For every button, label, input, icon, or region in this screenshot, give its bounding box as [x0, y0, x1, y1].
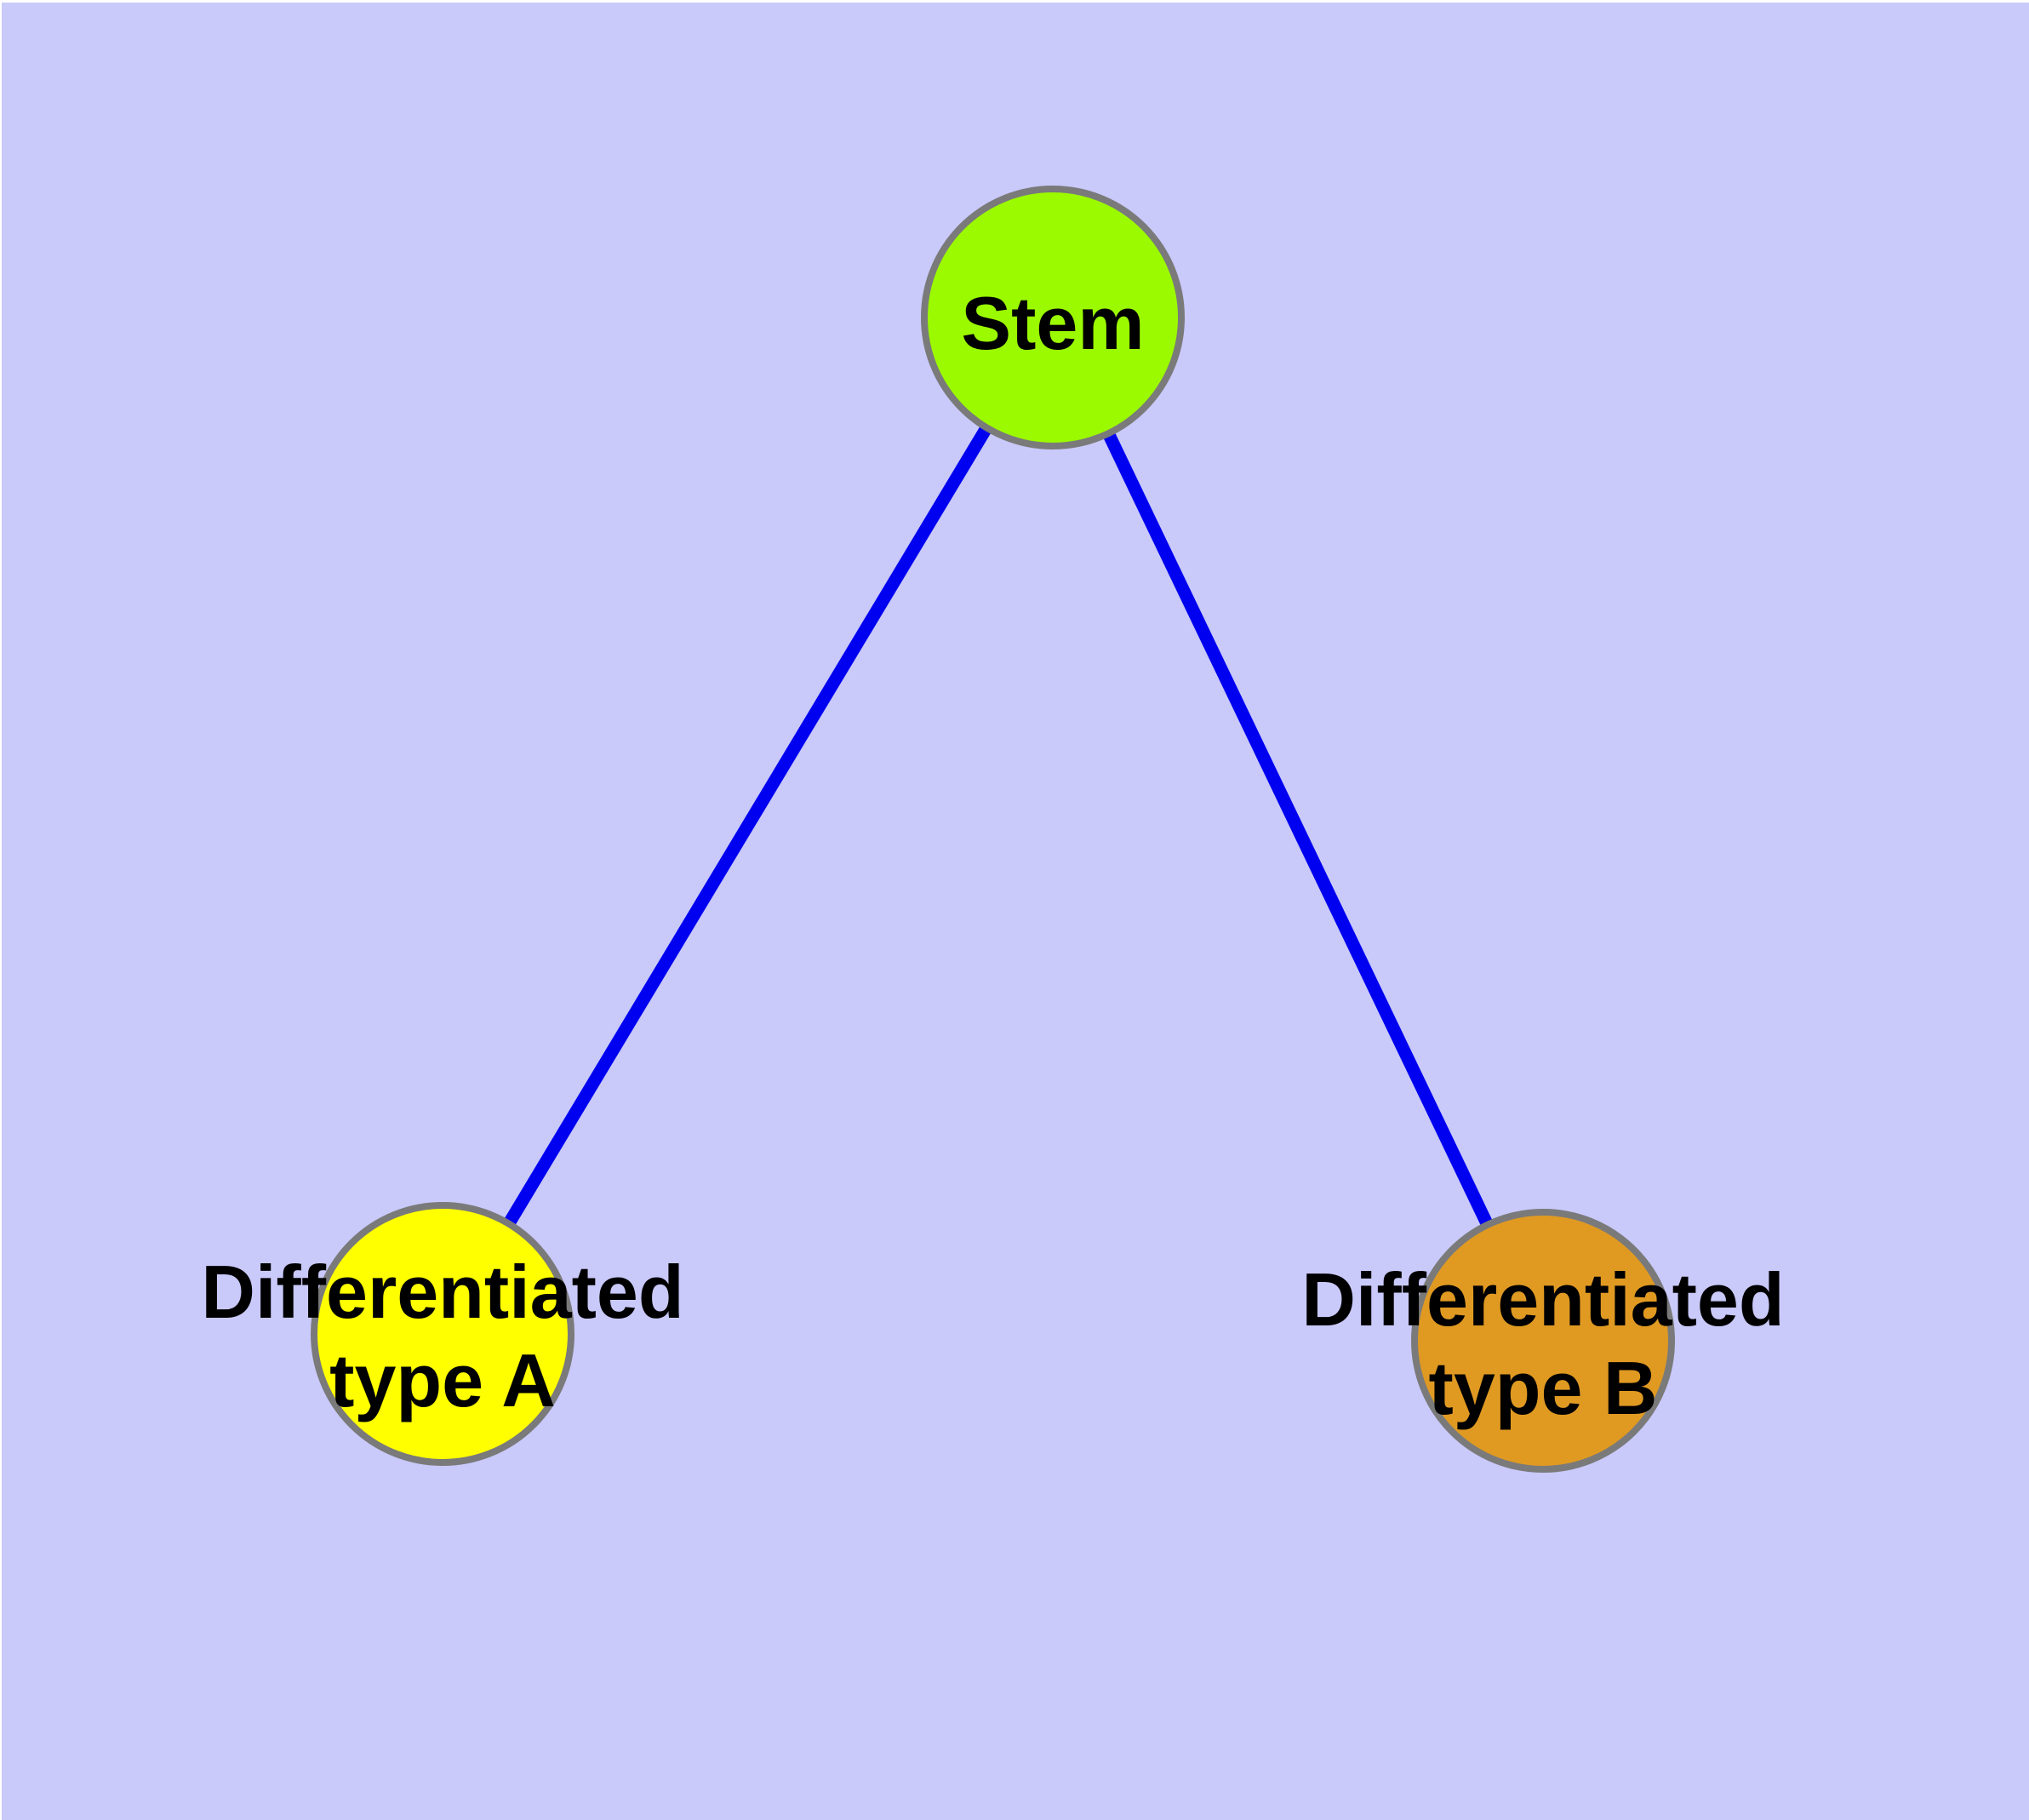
edge-stem-to-diff-a — [437, 314, 1059, 1337]
edges — [437, 314, 1549, 1344]
node-stem: Stem — [921, 186, 1185, 449]
node-diff-a-label-line1: Differentiated — [201, 1250, 683, 1334]
node-diff-a-label-line2: type A — [329, 1338, 556, 1422]
node-diff-a-circle — [311, 1202, 574, 1466]
node-diff-b-circle — [1411, 1209, 1675, 1473]
node-diff-b: Differentiated type B — [1301, 1209, 1785, 1473]
edge-stem-to-diff-b — [1047, 314, 1549, 1344]
node-diff-a: Differentiated type A — [201, 1202, 684, 1466]
node-stem-label: Stem — [961, 281, 1144, 365]
node-diff-b-label-line1: Differentiated — [1301, 1257, 1784, 1342]
node-diff-b-label-line2: type B — [1429, 1346, 1658, 1430]
node-stem-circle — [921, 186, 1185, 449]
